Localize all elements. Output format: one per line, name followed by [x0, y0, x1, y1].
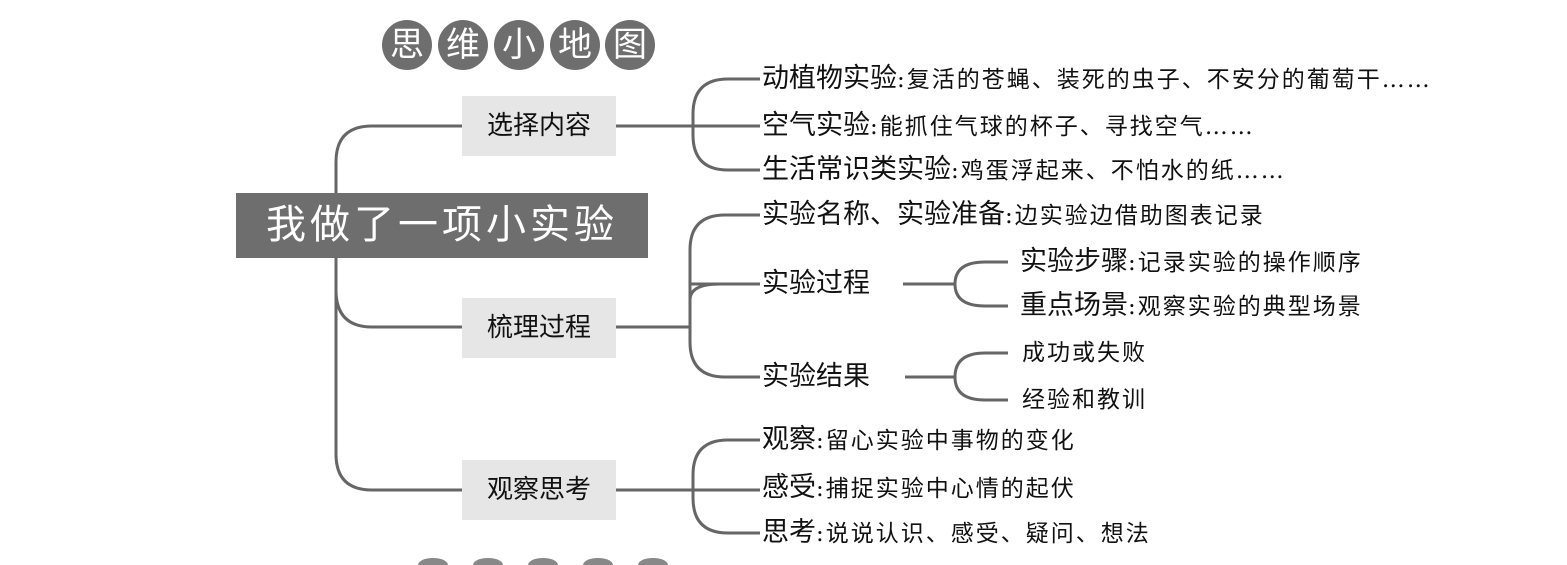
cropped-circle — [528, 558, 558, 565]
leaf-text: :鸡蛋浮起来、不怕水的纸…… — [951, 158, 1286, 184]
leaf-text: 成功或失败 — [1022, 340, 1147, 366]
bracket-2-mid — [688, 282, 721, 301]
leaf-head: 空气实验 — [762, 110, 870, 141]
leaf-text: :观察实验的典型场景 — [1128, 294, 1363, 320]
leaf-head: 动植物实验 — [762, 63, 897, 94]
sub-leaf-node: 实验步骤:记录实验的操作顺序 — [1020, 242, 1363, 282]
branch-select-content: 选择内容 — [462, 96, 616, 156]
bracket-1 — [616, 77, 760, 172]
leaf-node: 思考:说说认识、感受、疑问、想法 — [762, 513, 1151, 553]
leaf-text: :复活的苍蝇、装死的虫子、不安分的葡萄干…… — [897, 67, 1432, 93]
leaf-text: :说说认识、感受、疑问、想法 — [816, 521, 1151, 547]
leaf-node: 实验结果 — [762, 357, 870, 397]
cropped-circle — [638, 558, 668, 565]
bracket-3 — [616, 438, 760, 535]
leaf-text: :记录实验的操作顺序 — [1128, 250, 1363, 276]
leaf-node: 观察:留心实验中事物的变化 — [762, 420, 1076, 460]
root-node: 我做了一项小实验 — [236, 193, 648, 258]
leaf-head: 实验步骤 — [1020, 246, 1128, 277]
leaf-head: 重点场景 — [1020, 290, 1128, 321]
leaf-head: 生活常识类实验 — [762, 154, 951, 185]
leaf-head: 感受 — [762, 472, 816, 503]
cropped-circle — [473, 558, 503, 565]
leaf-text: 经验和教训 — [1022, 387, 1147, 413]
sub-leaf-node: 经验和教训 — [1022, 380, 1147, 420]
sub-leaf-node: 成功或失败 — [1022, 333, 1147, 373]
bracket-process — [903, 260, 1008, 308]
title-char: 思 — [382, 20, 432, 70]
leaf-head: 实验名称、实验准备 — [762, 199, 1005, 230]
leaf-text: :能抓住气球的杯子、寻找空气…… — [870, 114, 1255, 140]
title-char: 小 — [494, 20, 544, 70]
leaf-head: 实验过程 — [762, 268, 870, 299]
branch-observe-think: 观察思考 — [462, 460, 616, 520]
sub-leaf-node: 重点场景:观察实验的典型场景 — [1020, 286, 1363, 326]
leaf-head: 实验结果 — [762, 361, 870, 392]
branch-organize-process: 梳理过程 — [462, 298, 616, 358]
title-char: 维 — [438, 20, 488, 70]
leaf-head: 观察 — [762, 424, 816, 455]
leaf-node: 空气实验:能抓住气球的杯子、寻找空气…… — [762, 106, 1255, 146]
leaf-head: 思考 — [762, 517, 816, 548]
leaf-node: 实验过程 — [762, 264, 870, 304]
cropped-circle — [418, 558, 448, 565]
trunk-line — [334, 124, 462, 492]
leaf-text: :留心实验中事物的变化 — [816, 428, 1076, 454]
title-char: 图 — [605, 20, 655, 70]
leaf-node: 生活常识类实验:鸡蛋浮起来、不怕水的纸…… — [762, 150, 1286, 190]
cropped-circle — [583, 558, 613, 565]
leaf-text: :捕捉实验中心情的起伏 — [816, 476, 1076, 502]
leaf-text: :边实验边借助图表记录 — [1005, 203, 1265, 229]
leaf-node: 实验名称、实验准备:边实验边借助图表记录 — [762, 195, 1265, 235]
trunk-branch-mid — [334, 289, 462, 329]
bracket-result — [905, 351, 1008, 402]
leaf-node: 感受:捕捉实验中心情的起伏 — [762, 468, 1076, 508]
leaf-node: 动植物实验:复活的苍蝇、装死的虫子、不安分的葡萄干…… — [762, 59, 1432, 99]
title-char: 地 — [550, 20, 600, 70]
